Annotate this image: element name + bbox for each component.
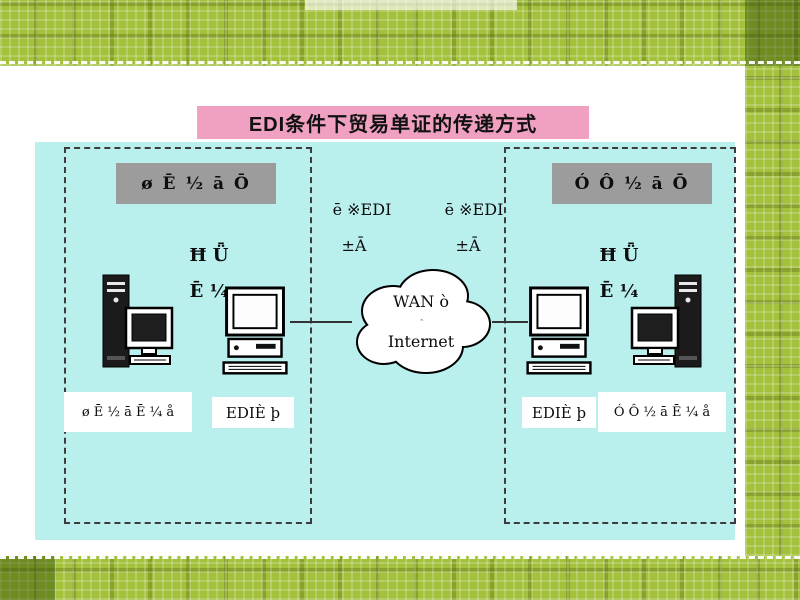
right-computer-tower-icon <box>630 274 702 368</box>
wan-internet-cloud-icon <box>356 269 491 374</box>
top-light-strip <box>305 0 517 10</box>
center-edi-sub-right: ±Ā <box>455 236 481 255</box>
slide-title-bar: EDI条件下贸易单证的传递方式 <box>197 106 589 139</box>
right-region-header-box: Ó Ô ½ ā Ō <box>552 163 712 204</box>
right-note-line2: Ē ¼ <box>599 281 639 302</box>
right-region-dashed-box <box>504 147 736 524</box>
left-edi-server-label-text: EDIÈ þ <box>225 403 281 422</box>
right-connector-line <box>492 321 528 323</box>
left-connector-line <box>290 321 352 323</box>
left-note-line2: Ē ¼ <box>189 281 229 302</box>
center-edi-label-left: ē ※EDI <box>332 200 392 219</box>
cloud-label-internet: Internet <box>387 332 455 351</box>
top-border-band <box>0 0 800 66</box>
left-computer-tower-icon <box>102 274 174 368</box>
right-region-note: Ħ Ǖ Ē ¼ <box>576 238 662 310</box>
left-edi-server-label-box: EDIÈ þ <box>212 397 294 428</box>
left-bottom-label-text: ø Ē ½ ā Ē ¼ å <box>81 404 175 420</box>
right-edi-workstation-icon <box>526 286 592 375</box>
right-border-band <box>745 66 800 556</box>
cloud-label-wan: WAN ò <box>393 292 449 311</box>
left-region-header-box: ø Ē ½ ā Ō <box>116 163 276 204</box>
center-edi-sub-left: ±Ā <box>341 236 367 255</box>
right-edi-server-label-box: EDIÈ þ <box>522 397 596 428</box>
left-note-line1: Ħ Ǖ <box>189 245 229 266</box>
center-edi-label-right: ē ※EDI <box>444 200 504 219</box>
bottom-dashed-divider <box>0 556 800 559</box>
top-dashed-divider <box>0 61 800 64</box>
left-region-header-text: ø Ē ½ ā Ō <box>141 173 251 194</box>
right-region-header-text: Ó Ô ½ ā Ō <box>574 173 690 194</box>
bottom-left-dark-corner <box>0 556 55 600</box>
right-bottom-label-text: Ó Ô ½ ā Ē ¼ å <box>613 404 711 420</box>
slide-title-text: EDI条件下贸易单证的传递方式 <box>248 114 538 136</box>
bottom-border-band <box>0 556 800 600</box>
left-bottom-label-box: ø Ē ½ ā Ē ¼ å <box>64 392 192 432</box>
right-note-line1: Ħ Ǖ <box>599 245 639 266</box>
right-edi-server-label-text: EDIÈ þ <box>531 403 587 422</box>
left-edi-workstation-icon <box>222 286 288 375</box>
right-bottom-label-box: Ó Ô ½ ā Ē ¼ å <box>598 392 726 432</box>
top-right-dark-corner <box>745 0 800 66</box>
left-region-note: Ħ Ǖ Ē ¼ <box>166 238 252 310</box>
left-region-dashed-box <box>64 147 312 524</box>
